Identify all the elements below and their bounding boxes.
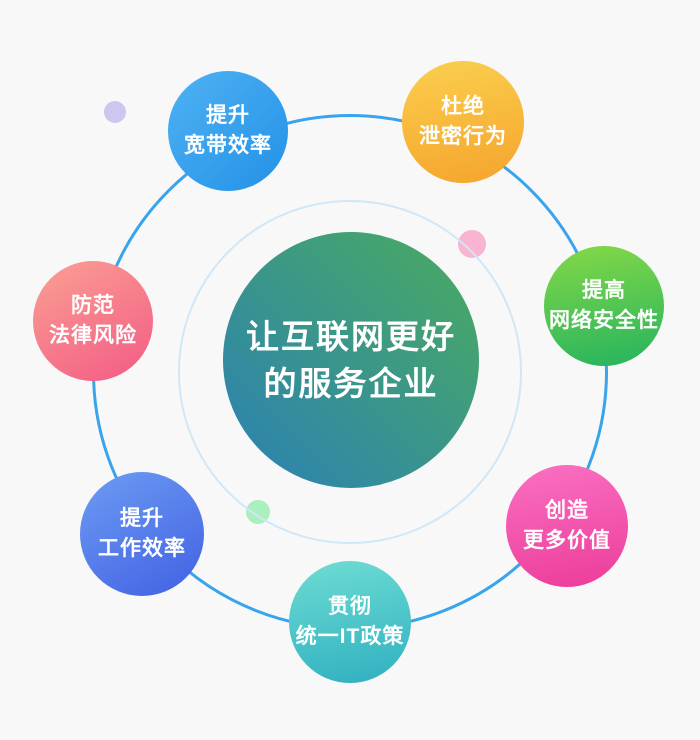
lavender-dot — [104, 101, 126, 123]
satellite-label-line2: 统一IT政策 — [295, 625, 405, 648]
satellite-label-line1: 贯彻 — [328, 595, 372, 618]
satellite-prevent-legal-risk: 防范 法律风险 — [33, 261, 153, 381]
satellite-label-line2: 网络安全性 — [549, 309, 659, 332]
satellite-work-efficiency: 提升 工作效率 — [80, 472, 204, 596]
satellite-prevent-leaks: 杜绝 泄密行为 — [402, 61, 524, 183]
satellite-unified-it-policy: 贯彻 统一IT政策 — [289, 561, 411, 683]
center-title-line1: 让互联网更好 — [246, 318, 456, 355]
satellite-label-line1: 提升 — [206, 104, 250, 127]
satellite-label-line2: 工作效率 — [98, 537, 186, 560]
orbit-ring-inner — [178, 200, 522, 544]
center-title-line2: 的服务企业 — [263, 365, 439, 402]
satellite-label-line2: 泄密行为 — [419, 125, 507, 148]
satellite-label-line1: 提高 — [582, 279, 626, 302]
satellite-label-line2: 宽带效率 — [184, 134, 272, 157]
satellite-create-more-value: 创造 更多价值 — [506, 465, 628, 587]
satellite-label-line1: 防范 — [71, 294, 115, 317]
satellite-label-line2: 更多价值 — [523, 529, 611, 552]
satellite-label-line1: 提升 — [120, 507, 164, 530]
satellite-bandwidth-efficiency: 提升 宽带效率 — [168, 71, 288, 191]
center-circle: 让互联网更好 的服务企业 — [223, 232, 479, 488]
satellite-label-line2: 法律风险 — [49, 324, 137, 347]
satellite-network-security: 提高 网络安全性 — [544, 246, 664, 366]
satellite-label-line1: 创造 — [545, 499, 589, 522]
satellite-label-line1: 杜绝 — [441, 95, 485, 118]
